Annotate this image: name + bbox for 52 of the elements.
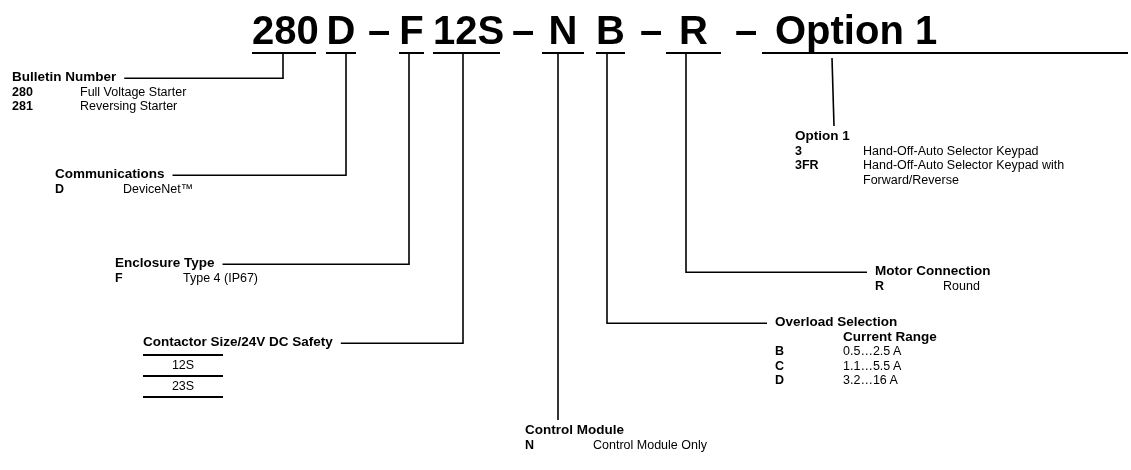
option-code: 3	[795, 143, 803, 158]
column-heading: Current Range	[843, 329, 937, 344]
leader-line	[221, 53, 410, 266]
option-code: C	[775, 358, 786, 373]
option-description: Full Voltage Starter	[80, 84, 187, 99]
code-segment: R	[666, 8, 721, 54]
option-code: B	[775, 344, 786, 359]
option-code: D	[775, 373, 786, 388]
group-heading: Enclosure Type	[115, 256, 215, 271]
option-description: Hand-Off-Auto Selector Keypad with Forward/Reverse	[863, 158, 1066, 187]
leader-line	[606, 53, 768, 325]
option-code: N	[525, 437, 536, 452]
separator-dash: –	[368, 8, 391, 52]
option-code: 281	[12, 99, 34, 114]
group-heading: Contactor Size/24V DC Safety	[143, 335, 333, 350]
code-segment: B	[596, 8, 625, 54]
group-heading: Bulletin Number	[12, 70, 117, 85]
option-code: R	[875, 278, 886, 293]
leader-line	[557, 53, 559, 421]
option-description: Reversing Starter	[80, 99, 178, 114]
code-segment: D	[326, 8, 356, 54]
option-description: Round	[943, 278, 980, 293]
separator-dash: –	[512, 8, 535, 52]
group-heading: Overload Selection	[775, 315, 898, 330]
option-description: 1.1…5.5 A	[843, 358, 902, 373]
code-segment: Option 1	[762, 8, 1128, 54]
table-cell: 23S	[143, 376, 223, 398]
option-code: F	[115, 270, 124, 285]
code-segment: 280	[252, 8, 316, 54]
option-description: DeviceNet™	[123, 181, 194, 196]
option-code: D	[55, 181, 66, 196]
option-description: 0.5…2.5 A	[843, 344, 902, 359]
option-description: Hand-Off-Auto Selector Keypad	[863, 143, 1040, 158]
leader-line	[123, 53, 284, 80]
leader-line	[831, 57, 835, 127]
group-heading: Option 1	[795, 129, 850, 144]
leader-line	[340, 53, 464, 345]
group-heading: Motor Connection	[875, 264, 991, 279]
code-segment: F	[399, 8, 424, 54]
group-heading: Communications	[55, 167, 165, 182]
option-description: 3.2…16 A	[843, 373, 898, 388]
option-code: 3FR	[795, 158, 820, 174]
group-heading: Control Module	[525, 423, 624, 438]
leader-line	[685, 53, 868, 274]
table-cell: 12S	[143, 353, 223, 377]
option-description: Control Module Only	[593, 437, 707, 452]
separator-dash: –	[735, 8, 758, 52]
option-description: Type 4 (IP67)	[183, 270, 259, 285]
separator-dash: –	[640, 8, 663, 52]
option-code: 280	[12, 84, 34, 99]
leader-line	[171, 53, 347, 177]
code-segment: N	[542, 8, 584, 54]
